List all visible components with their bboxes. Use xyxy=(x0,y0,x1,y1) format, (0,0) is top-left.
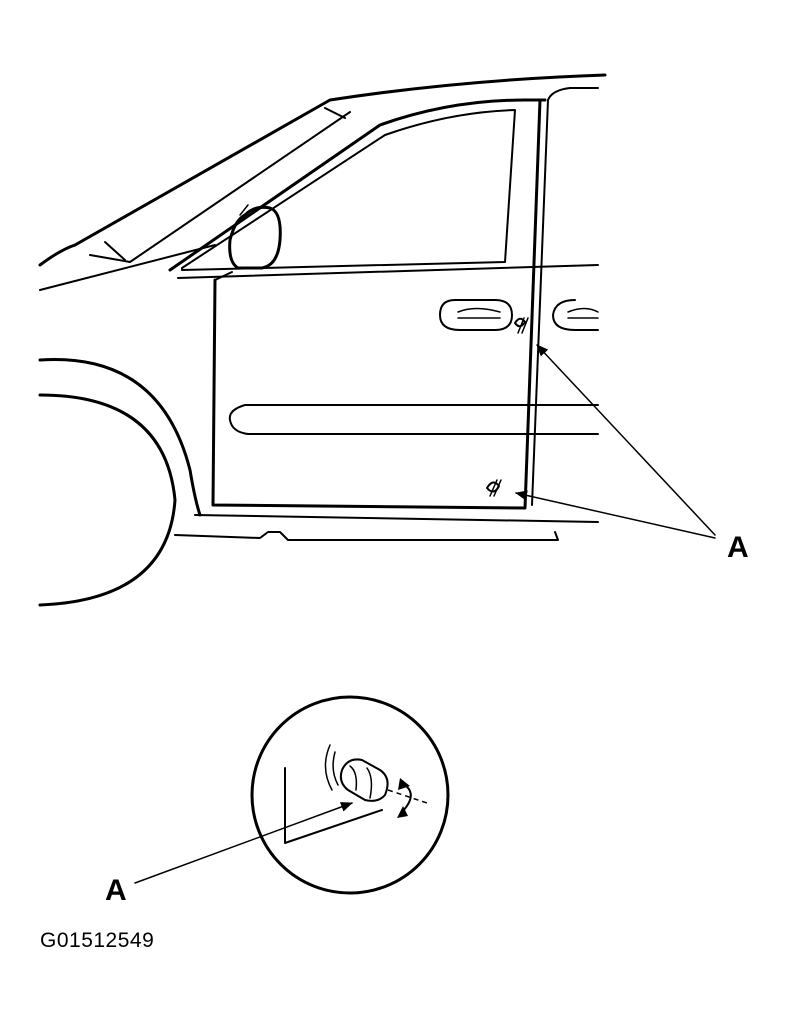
rear-door-handle-lever xyxy=(567,307,599,319)
belt-line xyxy=(177,264,599,279)
side-moulding xyxy=(228,404,599,435)
pillar-trim xyxy=(104,107,346,261)
door-front-edge xyxy=(214,271,233,281)
leader-lower-stopper xyxy=(515,490,716,539)
callout-label-a: A xyxy=(727,531,749,564)
detail-door-edge xyxy=(284,767,383,844)
rotation-arrow xyxy=(397,778,412,818)
leader-detail xyxy=(134,802,353,884)
hood-line xyxy=(38,243,77,267)
door-window-frame xyxy=(168,98,547,272)
callout-label-a-detail: A xyxy=(105,874,127,907)
callout-leaders xyxy=(515,344,716,539)
windshield-edge xyxy=(89,111,351,263)
detail-circle xyxy=(250,695,450,895)
rear-door-top xyxy=(547,87,599,101)
cowl-line xyxy=(39,244,216,291)
leader-upper-stopper xyxy=(536,344,716,536)
front-wheel-arch xyxy=(38,357,202,517)
vehicle-side-view xyxy=(38,73,607,607)
door-stopper-upper xyxy=(514,317,529,334)
front-wheel xyxy=(38,393,177,607)
roof-line xyxy=(73,73,607,247)
rocker-panel-lower xyxy=(174,531,559,541)
stopper-plug xyxy=(324,744,389,802)
figure-id-label: G01512549 xyxy=(40,929,155,952)
plug-axis xyxy=(387,789,431,805)
side-mirror xyxy=(228,205,282,270)
front-door-handle xyxy=(439,299,513,331)
front-door-handle-lever xyxy=(457,307,501,319)
rear-door-handle xyxy=(552,299,599,331)
front-door-outline xyxy=(211,98,542,510)
door-glass-inner xyxy=(181,109,516,271)
detail-inset xyxy=(134,695,450,895)
rocker-panel-upper xyxy=(194,514,599,523)
mirror-mount xyxy=(239,204,249,216)
rear-door-edge xyxy=(531,99,549,506)
door-stopper-lower xyxy=(486,479,502,497)
